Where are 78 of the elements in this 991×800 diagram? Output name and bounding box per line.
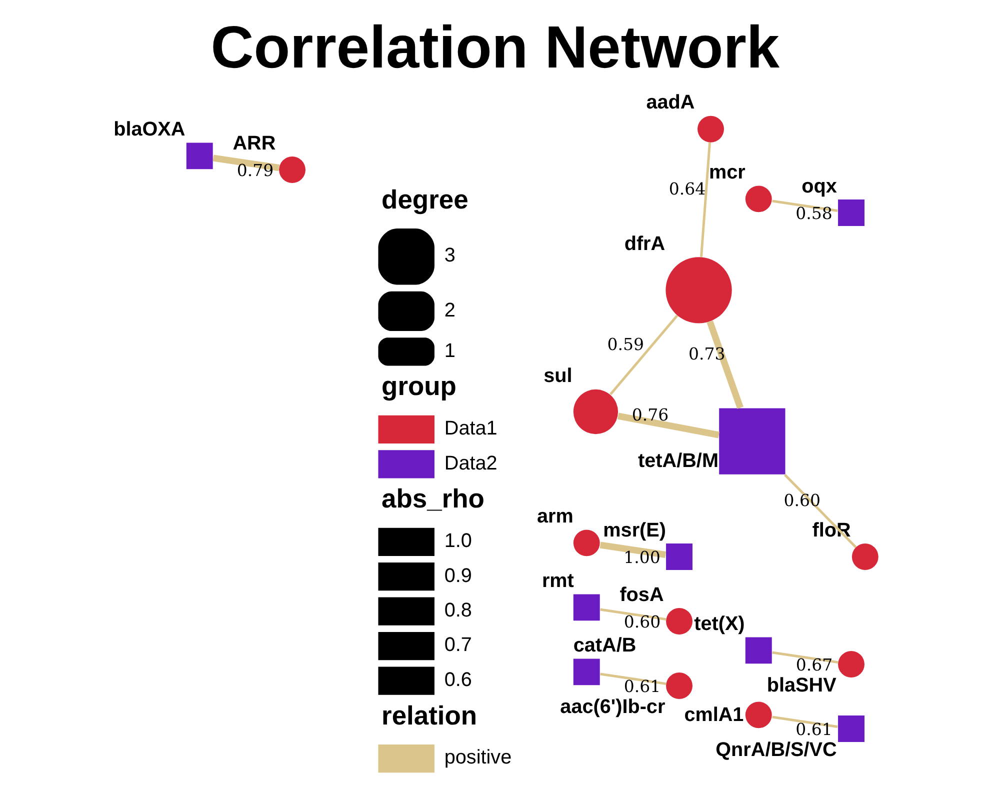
legend-label: positive [444,746,512,769]
node-label: catA/B [572,634,636,656]
node-circle [665,257,732,324]
node-label: blaOXA [113,118,185,140]
legend-label: Data2 [444,452,497,474]
node-box [718,408,785,474]
connector [772,716,838,728]
node-box [744,637,772,664]
node-label: sul [543,365,572,388]
node-label: oqx [801,175,836,198]
connector [772,200,838,212]
node-circle [744,186,772,212]
edge-label: 0.79 [236,161,274,180]
node-box [838,200,864,226]
node-circle [278,156,305,183]
node-box [186,142,212,170]
legend-label: 1.0 [444,530,472,552]
node-label: tet(X) [694,612,744,635]
node-label: tetA/B/M [638,450,718,472]
node-circle [697,116,724,142]
edge-label: 0.61 [623,677,660,696]
label: degree [381,184,468,214]
node-label: fosA [619,584,664,606]
edge-label: 0.73 [688,344,725,364]
node-box [572,594,600,621]
edge-label: 1.00 [623,548,660,568]
connector [600,608,666,621]
node-label: msr(E) [602,519,666,542]
node-circle [838,651,864,678]
legend-label: 0.9 [444,564,472,587]
node-label: blaSHV [766,674,836,697]
edge-label: 0.60 [783,491,820,510]
node-label: aac(6')Ib-cr [560,696,665,718]
legend-label: 1 [444,340,455,362]
legend-label: 0.6 [444,668,472,691]
node-label: aadA [646,92,694,114]
node-circle [666,672,692,699]
node-label: arm [536,505,573,528]
node-box [572,658,600,686]
node-label: cmlA1 [684,704,744,726]
legend-label: 0.8 [444,599,472,622]
node-box [838,716,864,742]
node-circle [572,389,618,434]
label: group [381,371,456,402]
legend-label: 2 [444,299,455,322]
edge-label: 0.59 [606,335,644,354]
node-label: ARR [232,132,276,154]
connector [600,672,666,686]
connector [609,314,678,396]
node-label: floR [812,519,850,542]
connector [599,542,666,558]
node-box [666,544,692,570]
edge-label: 0.76 [631,406,668,425]
connector [617,412,719,438]
label: relation [381,700,477,730]
edge-label: 0.64 [668,180,706,199]
node-label: QnrA/B/S/VC [715,739,836,762]
connector [772,651,838,664]
connector [783,474,856,548]
edge-label: 0.61 [795,720,832,740]
node-circle [666,608,692,634]
legend-label: Data1 [444,418,497,440]
connector [706,320,743,409]
node-label: dfrA [624,232,665,255]
connector [212,154,280,172]
legend-label: 3 [444,244,455,267]
legend-label: 0.7 [444,634,472,656]
diagram-title: Correlation Network [210,14,780,81]
node-label: mcr [708,161,745,184]
edge-label: 0.58 [795,204,832,224]
label: abs_rho [381,484,484,514]
node-label: rmt [541,570,574,592]
node-circle [744,702,772,728]
edge-label: 0.60 [623,612,660,632]
node-circle [851,544,878,570]
connector [700,142,710,257]
edge-label: 0.67 [795,656,832,675]
node-circle [572,530,600,556]
